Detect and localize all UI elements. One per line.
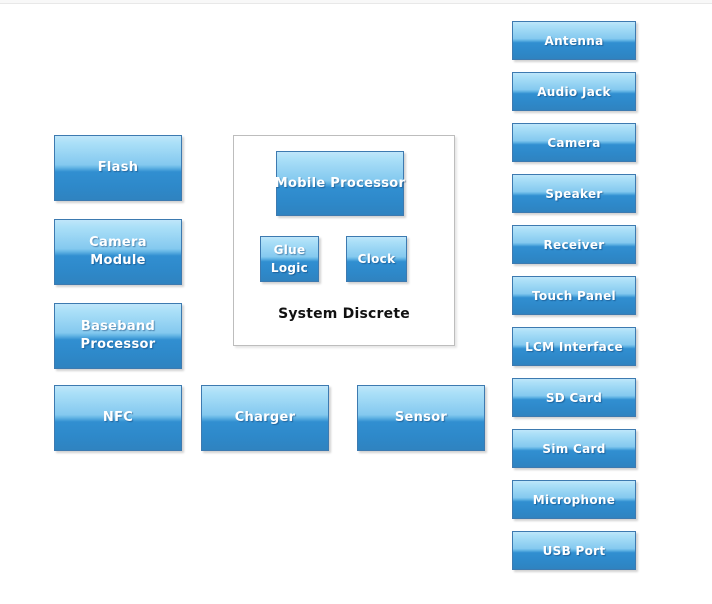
- block-speaker[interactable]: Speaker: [512, 174, 636, 213]
- block-label: Microphone: [532, 492, 616, 507]
- block-label: Camera: [547, 135, 601, 150]
- block-glue-logic[interactable]: Glue Logic: [260, 236, 319, 282]
- block-label: Charger: [234, 410, 296, 425]
- block-microphone[interactable]: Microphone: [512, 480, 636, 519]
- block-label: Clock: [357, 252, 396, 266]
- system-discrete-label: System Discrete: [278, 306, 410, 322]
- block-nfc[interactable]: NFC: [54, 385, 182, 451]
- block-label: Antenna: [544, 33, 604, 48]
- block-label: Mobile Processor: [274, 175, 406, 191]
- block-camera[interactable]: Camera: [512, 123, 636, 162]
- block-label: Audio Jack: [537, 84, 611, 99]
- block-clock[interactable]: Clock: [346, 236, 407, 282]
- block-usb-port[interactable]: USB Port: [512, 531, 636, 570]
- block-label: Baseband Processor: [80, 319, 156, 352]
- block-label: NFC: [102, 410, 134, 425]
- block-label: SD Card: [545, 390, 603, 405]
- block-flash[interactable]: Flash: [54, 135, 182, 201]
- top-divider: [0, 0, 712, 4]
- block-label: Speaker: [545, 186, 603, 201]
- block-label: Receiver: [543, 237, 605, 252]
- block-label: Touch Panel: [532, 288, 616, 303]
- block-sim-card[interactable]: Sim Card: [512, 429, 636, 468]
- block-camera-module[interactable]: Camera Module: [54, 219, 182, 285]
- block-charger[interactable]: Charger: [201, 385, 329, 451]
- block-label: Camera Module: [89, 235, 147, 268]
- block-label: Glue Logic: [270, 243, 309, 275]
- block-antenna[interactable]: Antenna: [512, 21, 636, 60]
- block-label: Sensor: [394, 410, 448, 425]
- block-lcm-interface[interactable]: LCM Interface: [512, 327, 636, 366]
- block-mobile-processor[interactable]: Mobile Processor: [274, 151, 406, 216]
- block-label: USB Port: [542, 543, 606, 558]
- block-touch-panel[interactable]: Touch Panel: [512, 276, 636, 315]
- block-sd-card[interactable]: SD Card: [512, 378, 636, 417]
- block-label: Sim Card: [542, 441, 606, 456]
- block-receiver[interactable]: Receiver: [512, 225, 636, 264]
- block-sensor[interactable]: Sensor: [357, 385, 485, 451]
- block-label: LCM Interface: [525, 339, 623, 354]
- block-baseband-processor[interactable]: Baseband Processor: [54, 303, 182, 369]
- block-audio-jack[interactable]: Audio Jack: [512, 72, 636, 111]
- block-label: Flash: [97, 160, 139, 175]
